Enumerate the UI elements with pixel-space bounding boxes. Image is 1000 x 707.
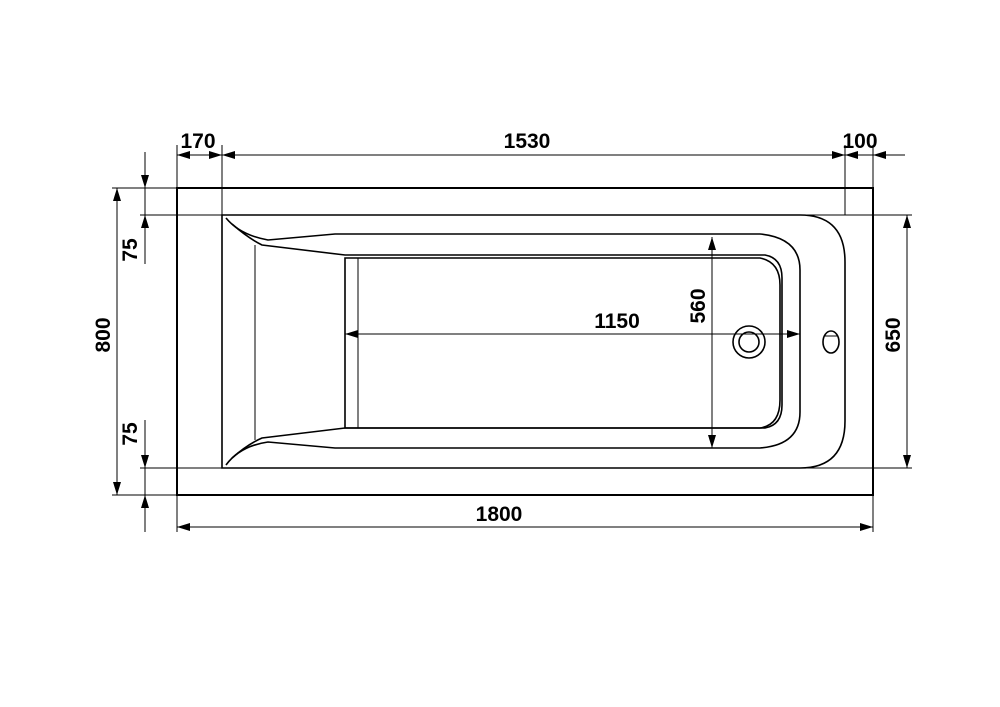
arrow-1530-left: [222, 151, 235, 159]
arrow-1150-left: [345, 330, 358, 338]
arrow-800-top: [113, 188, 121, 201]
arrow-75-bottom-a: [141, 455, 149, 468]
right-dimensions: 650: [845, 214, 912, 469]
arrow-650-bottom: [903, 455, 911, 468]
basin-slope-contour: [225, 217, 801, 466]
arrow-100-left: [845, 151, 858, 159]
tub-outer-rim: [176, 187, 874, 496]
basin-inner-contour: [231, 223, 783, 459]
arrow-1150-right: [787, 330, 800, 338]
arrow-1530-right: [832, 151, 845, 159]
arrow-170-right: [177, 151, 190, 159]
overflow-icon: [822, 330, 840, 354]
dim-label-800: 800: [92, 317, 115, 352]
tub-basin: [221, 214, 846, 469]
arrow-75-bottom-b: [141, 495, 149, 508]
basin-floor: [344, 257, 781, 429]
arrow-75-top-a: [141, 175, 149, 188]
fixtures: [732, 325, 840, 359]
arrow-170-left: [209, 151, 222, 159]
drain-inner-icon: [738, 331, 760, 353]
dim-label-170: 170: [180, 130, 215, 153]
left-dimensions: 800 75 75: [92, 152, 222, 532]
dim-label-650: 650: [882, 317, 905, 352]
bottom-dimensions: 1800: [176, 495, 874, 532]
dim-label-1800: 1800: [476, 503, 523, 526]
dim-label-75-bottom: 75: [119, 422, 142, 446]
dim-label-1150: 1150: [594, 310, 640, 333]
dim-label-1530: 1530: [504, 130, 551, 153]
dim-label-75-top: 75: [119, 238, 142, 262]
inner-dimensions: 1150 560: [345, 237, 800, 448]
basin-outer-contour: [221, 214, 846, 469]
drain-icon: [732, 325, 766, 359]
arrow-800-bottom: [113, 482, 121, 495]
arrow-100-right: [873, 151, 886, 159]
arrow-560-bottom: [708, 435, 716, 448]
arrow-75-top-b: [141, 215, 149, 228]
arrow-1800-left: [177, 523, 190, 531]
top-dimensions: 170 1530 100: [176, 130, 905, 215]
arrow-1800-right: [860, 523, 873, 531]
dim-label-560: 560: [687, 288, 710, 323]
arrow-560-top: [708, 237, 716, 250]
dim-label-100: 100: [842, 130, 877, 153]
arrow-650-top: [903, 215, 911, 228]
